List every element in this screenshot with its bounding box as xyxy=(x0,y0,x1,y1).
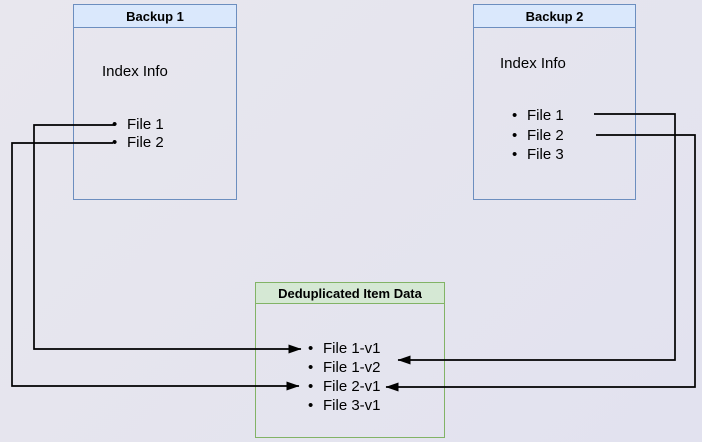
backup1-file-list: File 1 File 2 xyxy=(112,116,164,152)
list-item-backup1-file1: File 1 xyxy=(112,116,164,134)
list-item-dedup-file2v1: File 2-v1 xyxy=(308,377,381,396)
list-item-dedup-file1v2: File 1-v2 xyxy=(308,358,381,377)
list-item-backup2-file3: File 3 xyxy=(512,145,564,165)
list-item-dedup-file3v1: File 3-v1 xyxy=(308,396,381,415)
dedup-item-list: File 1-v1 File 1-v2 File 2-v1 File 3-v1 xyxy=(308,339,381,415)
backup2-box: Backup 2 xyxy=(473,4,636,200)
list-item-backup2-file2: File 2 xyxy=(512,126,564,146)
backup1-index-label: Index Info xyxy=(102,63,168,80)
dedup-title: Deduplicated Item Data xyxy=(256,283,444,304)
backup1-box: Backup 1 xyxy=(73,4,237,200)
backup2-file-list: File 1 File 2 File 3 xyxy=(512,106,564,165)
backup1-title: Backup 1 xyxy=(74,5,236,28)
list-item-dedup-file1v1: File 1-v1 xyxy=(308,339,381,358)
backup2-index-label: Index Info xyxy=(500,55,566,72)
list-item-backup2-file1: File 1 xyxy=(512,106,564,126)
backup2-title: Backup 2 xyxy=(474,5,635,28)
list-item-backup1-file2: File 2 xyxy=(112,134,164,152)
